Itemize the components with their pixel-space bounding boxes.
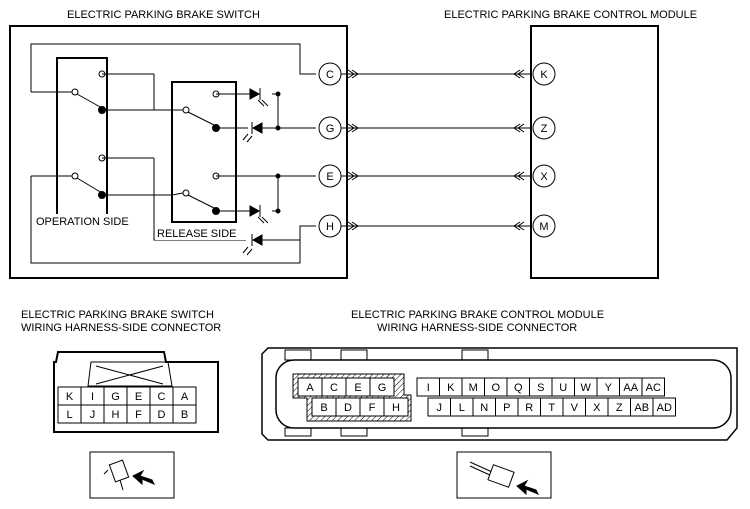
connector-pin-label: Q [514,382,523,394]
connector-pin-label: AB [634,402,649,414]
release-switch [182,90,220,215]
connector-pin-label: I [91,391,94,403]
harness-wires [338,73,532,227]
operation-side-label: OPERATION SIDE [36,216,129,228]
connector-pin-label: AA [623,382,638,394]
connector-pin-label: K [447,382,455,394]
switch-pin-label: C [326,69,334,81]
led-icon [242,122,263,143]
connector-pin-label: Z [616,402,623,414]
connector-pin-label: S [537,382,544,394]
module-pin-circle [532,62,556,86]
connector-pin-label: O [491,382,500,394]
module-connector-title-1: ELECTRIC PARKING BRAKE CONTROL MODULE [351,309,604,321]
connector-pin-label: I [427,382,430,394]
led-icon [249,88,269,107]
switch-pin-circle [318,116,342,140]
junction-dots [275,91,281,214]
switch-box [9,25,348,279]
switch-pin-label: H [326,221,334,233]
release-side-box [171,81,237,223]
connector-pin-label: E [354,382,361,394]
module-pin-circle [532,214,556,238]
connector-cell [383,397,409,417]
switch-connector-title-1: ELECTRIC PARKING BRAKE SWITCH [21,309,214,321]
connector-pin-label: U [559,382,567,394]
switch-pin-circle [318,62,342,86]
connector-pin-label: L [459,402,465,414]
module-pin-label: M [539,221,548,233]
connector-pin-label: K [66,391,74,403]
led-icon [249,205,269,224]
connector-pin-label: J [437,402,443,414]
switch-connector-title-2: WIRING HARNESS-SIDE CONNECTOR [21,322,221,334]
switch-title: ELECTRIC PARKING BRAKE SWITCH [67,9,260,21]
led-icon [242,234,263,256]
switch-connector [53,351,219,433]
connector-pin-label: D [344,402,352,414]
connector-pin-label: H [392,402,400,414]
connector-pin-label: D [158,409,166,421]
connector-pin-label: AD [657,402,672,414]
connector-pin-label: G [111,391,120,403]
connector-pin-label: H [112,409,120,421]
connector-view-arrow-icon [89,451,175,499]
connector-view-arrow-icon [456,451,552,499]
connector-pin-label: C [158,391,166,403]
module-title: ELECTRIC PARKING BRAKE CONTROL MODULE [444,9,697,21]
switch-pin-label: G [326,123,335,135]
module-pin-label: K [540,69,548,81]
module-pin-label: Z [541,123,548,135]
connector-pin-label: W [581,382,592,394]
connector-pin-label: AC [646,382,661,394]
switch-connector-cells: K I G E C A L J H F D B [57,386,197,424]
connector-chevron-icon [347,69,525,231]
release-side-label: RELEASE SIDE [157,228,236,240]
connector-pin-label: T [548,402,555,414]
module-connector-title-2: WIRING HARNESS-SIDE CONNECTOR [377,322,577,334]
switch-pin-circle [318,164,342,188]
module-box [530,25,659,279]
connector-pin-label: G [378,382,387,394]
module-pin-label: X [540,171,548,183]
connector-pin-label: P [503,402,510,414]
module-pin-circle [532,116,556,140]
module-connector [261,347,738,441]
connector-pin-label: A [306,382,314,394]
connector-pin-label: C [330,382,338,394]
connector-pin-label: B [181,409,188,421]
connector-pin-label: A [181,391,189,403]
switch-pin-circle [318,214,342,238]
connector-pin-label: E [135,391,142,403]
connector-pin-label: L [66,409,72,421]
connector-pin-label: Y [605,382,613,394]
connector-pin-label: X [593,402,601,414]
operation-switch-upper [71,70,106,199]
connector-cell [172,404,197,424]
connector-cell [652,397,676,417]
connector-pin-label: F [369,402,376,414]
connector-cell [369,377,395,397]
module-pin-circle [532,164,556,188]
connector-pin-label: N [480,402,488,414]
connector-pin-label: R [525,402,533,414]
connector-pin-label: J [90,409,96,421]
connector-pin-label: M [469,382,478,394]
connector-pin-label: B [320,402,327,414]
switch-pin-label: E [326,171,333,183]
connector-pin-label: V [571,402,579,414]
connector-cell [641,377,665,397]
connector-pin-label: F [135,409,142,421]
